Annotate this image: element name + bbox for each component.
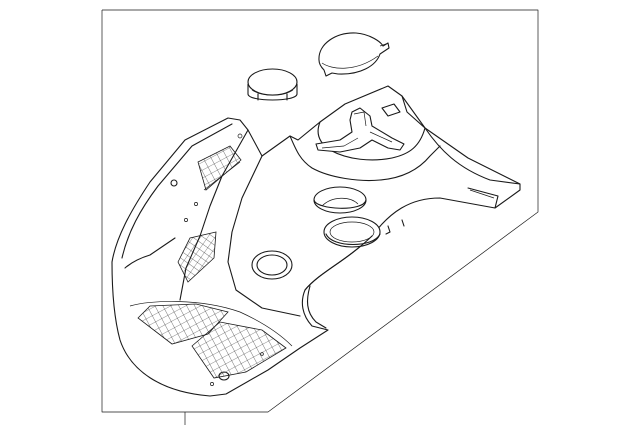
lid-cap-part[interactable]	[318, 32, 390, 77]
round-cap-part[interactable]	[247, 68, 298, 101]
console-panel-part[interactable]	[111, 85, 521, 397]
assembly-frame	[101, 9, 539, 413]
